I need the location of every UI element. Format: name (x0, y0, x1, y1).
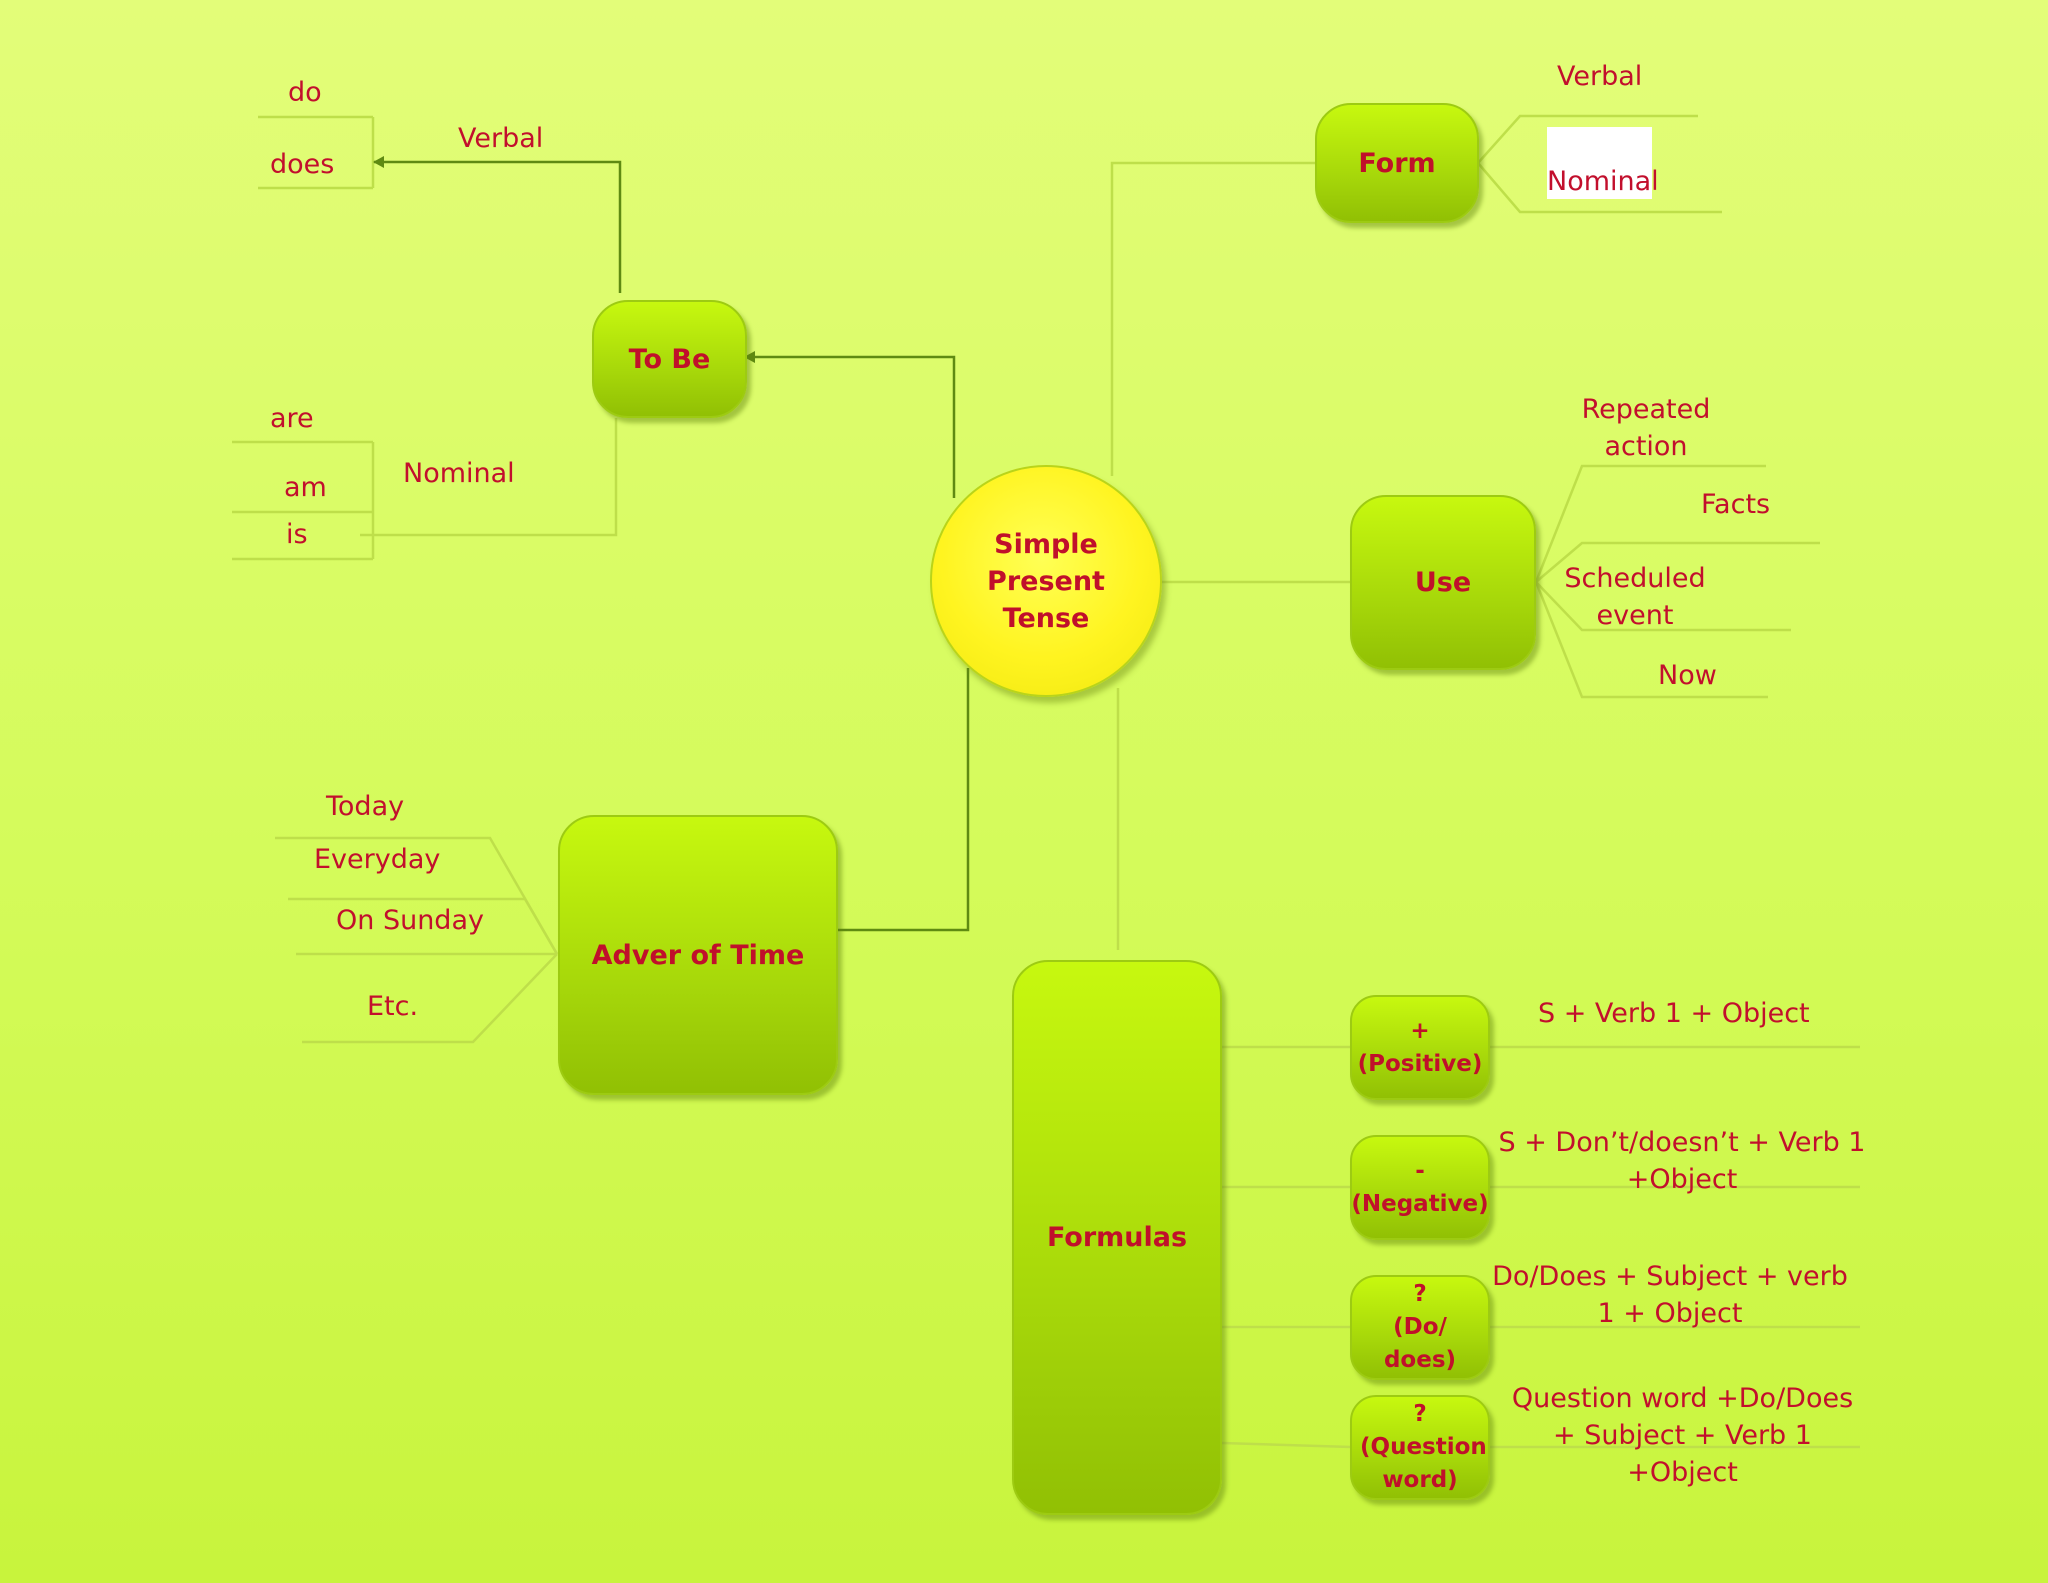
adverb-item: Etc. (367, 991, 419, 1022)
form-item-highlight (1547, 127, 1652, 199)
adverb-item: On Sunday (336, 905, 484, 936)
use-item: Now (1658, 660, 1717, 691)
formula-symbol: ? (1413, 1401, 1427, 1427)
formula-type: (Question word) (1360, 1434, 1487, 1493)
formula-text-question-word: Question word +Do/Does + Subject + Verb … (1511, 1383, 1854, 1488)
use-label: Use (1414, 567, 1472, 598)
to-be-nominal-item: are (270, 403, 314, 434)
formula-text-negative: S + Don’t/doesn’t + Verb 1 +Object (1498, 1127, 1866, 1195)
to-be-nominal-label: Nominal (403, 458, 515, 489)
to-be-nominal-item: is (286, 519, 308, 550)
form-item-verbal: Verbal (1557, 61, 1643, 92)
center-label: Simple Present Tense (987, 528, 1105, 634)
arrow-connectors (373, 156, 970, 932)
formula-positive-node[interactable]: + (Positive) (1350, 995, 1490, 1100)
to-be-node[interactable]: To Be (592, 300, 747, 418)
use-item: Facts (1701, 489, 1771, 520)
use-node[interactable]: Use (1350, 495, 1536, 670)
adverb-item: Today (326, 791, 405, 822)
to-be-label: To Be (628, 343, 711, 375)
use-item: Scheduled event (1564, 563, 1706, 631)
to-be-verbal-item: does (270, 149, 335, 180)
form-node[interactable]: Form (1315, 103, 1479, 223)
adverb-of-time-label: Adver of Time (591, 939, 805, 971)
formula-type: (Positive) (1357, 1050, 1483, 1077)
formula-type: (Do/ does) (1383, 1314, 1457, 1373)
light-branch-lines (232, 114, 1860, 1449)
center-node[interactable]: Simple Present Tense (930, 465, 1162, 697)
formula-text-do-does: Do/Does + Subject + verb 1 + Object (1492, 1261, 1848, 1329)
formula-text-positive: S + Verb 1 + Object (1538, 998, 1810, 1029)
to-be-verbal-item: do (288, 77, 322, 108)
use-item: Repeated action (1581, 394, 1711, 462)
formulas-label: Formulas (1046, 1222, 1188, 1253)
adverb-of-time-node[interactable]: Adver of Time (558, 815, 838, 1095)
formula-negative-node[interactable]: - (Negative) (1350, 1135, 1490, 1240)
formula-question-word-text: ? (Question word) (1360, 1398, 1487, 1497)
to-be-nominal-item: am (284, 472, 327, 503)
formula-negative-text: - (Negative) (1351, 1155, 1488, 1221)
formula-positive-text: + (Positive) (1358, 1015, 1483, 1081)
formula-type: (Negative) (1351, 1190, 1489, 1217)
formula-do-does-text: ? (Do/ does) (1370, 1278, 1470, 1377)
form-label: Form (1358, 147, 1436, 179)
formula-question-word-node[interactable]: ? (Question word) (1350, 1395, 1490, 1500)
formula-symbol: ? (1413, 1281, 1427, 1307)
formula-do-does-node[interactable]: ? (Do/ does) (1350, 1275, 1490, 1380)
formula-symbol: - (1415, 1157, 1425, 1184)
formulas-node[interactable]: Formulas (1012, 960, 1222, 1515)
formula-symbol: + (1410, 1017, 1430, 1044)
adverb-item: Everyday (314, 844, 441, 875)
to-be-verbal-label: Verbal (458, 123, 544, 154)
form-item-nominal: Nominal (1547, 166, 1659, 197)
